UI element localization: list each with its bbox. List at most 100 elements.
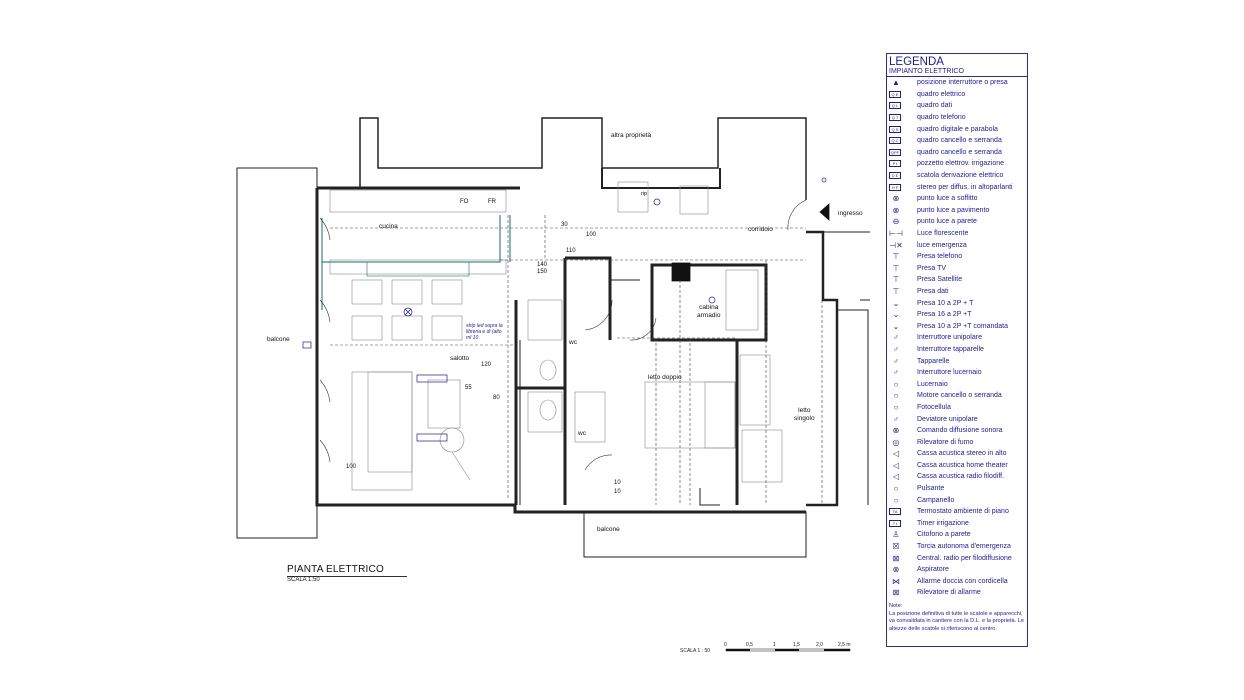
legend-symbol-icon: ⌄ <box>892 298 900 308</box>
scale-tick: 2,5 m <box>838 642 851 648</box>
legend-item-label: scatola derivazione elettrico <box>917 172 1004 180</box>
room-label-balcone-bottom: balcone <box>597 526 620 533</box>
legend-item: ○Lucernaio <box>889 378 1027 390</box>
legend-symbol-icon: ⊗ <box>892 426 900 436</box>
legend-item: ⊤Presa Satellite <box>889 274 1027 286</box>
legend-item-label: punto luce a parete <box>917 218 977 226</box>
legend-item: ◁Cassa acustica stereo in alto <box>889 448 1027 460</box>
legend-item: ○Pulsante <box>889 483 1027 495</box>
legend-item: ○Campanello <box>889 494 1027 506</box>
scale-tick: 1 <box>773 642 776 648</box>
legend-notes: Note:La posizione definitiva di tutte le… <box>889 602 1024 633</box>
legend-subtitle: IMPIANTO ELETTRICO <box>887 68 1027 77</box>
legend-symbol-icon: ⊤ <box>892 263 900 273</box>
legend-item-label: Aspiratore <box>917 566 949 574</box>
legend-item: ⊤Presa telefono <box>889 251 1027 263</box>
legend-item-label: Cassa acustica home theater <box>917 461 1008 469</box>
legend-item: ♂Interruttore unipolare <box>889 332 1027 344</box>
legend-item-label: Allarme doccia con cordicella <box>917 577 1008 585</box>
legend-symbol-icon: ⊖ <box>892 217 900 227</box>
legend-symbol-icon: ◎ <box>892 437 900 447</box>
legend-item: ○Fotocellula <box>889 402 1027 414</box>
legend-item: ⊣✕luce emergenza <box>889 239 1027 251</box>
scale-bar-label: SCALA 1 : 50 <box>680 648 711 654</box>
legend-item: ◎Rilevatore di fumo <box>889 436 1027 448</box>
tag-fr: FR <box>488 199 496 205</box>
tag-150: 150 <box>537 269 548 275</box>
legend-item-label: Termostato ambiente di piano <box>917 508 1009 516</box>
tag-fo: FO <box>460 199 469 205</box>
legend-item: ⊗punto luce a pavimento <box>889 205 1027 217</box>
tag-10-b: 10 <box>614 489 621 495</box>
room-label-ingresso: ingresso <box>838 210 863 217</box>
legend-item-label: Comando diffusione sonora <box>917 427 1003 435</box>
scale-tick: 1,5 <box>793 642 800 648</box>
legend-item-label: Tapparelle <box>917 357 950 365</box>
legend-symbol-icon: ⊤ <box>892 275 900 285</box>
room-label-salotto: salotto <box>450 355 470 362</box>
legend-symbol-icon: ♙ <box>892 530 900 540</box>
tag-140: 140 <box>537 262 548 268</box>
legend-item: ⊗ Comando diffusione sonora <box>889 425 1027 437</box>
legend-item: ⊠Central. radio per filodiffusione <box>889 552 1027 564</box>
legend-title: LEGENDA <box>889 56 944 68</box>
legend-item-label: Cassa acustica stereo in alto <box>917 450 1007 458</box>
balcone-left-outline <box>236 167 318 539</box>
legend-symbol-icon: T I <box>889 519 901 527</box>
legend-item-label: Deviatore unipolare <box>917 415 978 423</box>
legend-item-label: quadro cancello e serranda <box>917 148 1002 156</box>
legend-symbol-icon: ⋈ <box>892 576 900 586</box>
legend-item: ⊗punto luce a soffitto <box>889 193 1027 205</box>
legend-symbol-icon: Q C <box>889 137 901 145</box>
legend-item-label: Interruttore lucernaio <box>917 369 982 377</box>
legend-symbol-icon: ▲ <box>892 78 900 88</box>
legend-item-label: posizione interruttore o presa <box>917 79 1008 87</box>
room-label-corridoio: corridoio <box>748 226 773 233</box>
legend-item: ⊗Aspiratore <box>889 564 1027 576</box>
legend-symbol-icon: ⌄ <box>892 321 900 331</box>
legend-symbol-icon: ○ <box>893 391 899 401</box>
tag-55: 55 <box>465 385 472 391</box>
legend-item-label: quadro digitale e parabola <box>917 125 998 133</box>
legend-symbol-icon: TA <box>889 508 901 516</box>
legend-item-label: punto luce a soffitto <box>917 195 978 203</box>
room-label-wc-2: wc <box>578 430 586 437</box>
legend-item: TA Termostato ambiente di piano <box>889 506 1027 518</box>
room-label-cucina: cucina <box>379 223 398 230</box>
legend-item-label: Pulsante <box>917 485 945 493</box>
legend-symbol-icon: ◁ <box>892 472 900 482</box>
room-label-letto-doppio: letto doppio <box>648 374 682 381</box>
legend-item: ⊖ punto luce a parete <box>889 216 1027 228</box>
legend-item-label: Cassa acustica radio filodiff. <box>917 473 1005 481</box>
legend-item: ⊠Rilevatore di allarme <box>889 587 1027 599</box>
legend-item-label: punto luce a pavimento <box>917 206 990 214</box>
scale-tick: 0 <box>724 642 727 648</box>
legend-symbol-icon: ⌄ <box>892 310 900 320</box>
legend-item: ▲ posizione interruttore o presa <box>889 77 1027 89</box>
legend-item: ◁ Cassa acustica radio filodiff. <box>889 471 1027 483</box>
legend-item-label: Central. radio per filodiffusione <box>917 554 1012 562</box>
legend-item-label: Luce florescente <box>917 230 969 238</box>
legend-item-label: Presa 10 a 2P + T <box>917 299 974 307</box>
drawing-title: PIANTA ELETTRICO <box>287 564 384 575</box>
legend-symbol-icon: P I <box>889 160 901 168</box>
legend-item-label: stereo per diffus. in altoparlanti <box>917 183 1013 191</box>
room-label-rip: rip <box>641 191 648 197</box>
legend-symbol-icon: ♂ <box>893 344 899 354</box>
room-label-letto-singolo: letto singolo <box>794 407 815 422</box>
tag-110: 110 <box>566 248 576 254</box>
legend-item-label: quadro telefono <box>917 114 966 122</box>
legend-item: ♂Deviatore unipolare <box>889 413 1027 425</box>
legend-item-label: quadro dati <box>917 102 953 110</box>
room-label-altra-proprieta: altra proprietà <box>611 132 652 139</box>
strip-led-note: strip led sopra la libreria e di (alto m… <box>466 323 503 341</box>
legend-symbol-icon: D E <box>889 172 901 180</box>
legend-symbol-icon: H F <box>889 183 901 191</box>
legend-item-label: Interruttore tapparelle <box>917 345 984 353</box>
